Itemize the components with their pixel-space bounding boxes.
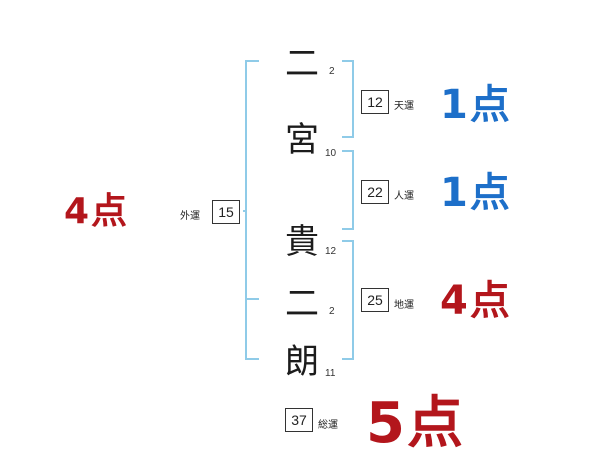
jinkaku-bracket-top [342, 150, 354, 152]
gaikaku-score: 4点 [64, 191, 130, 232]
jinkaku-bracket-bottom [342, 228, 354, 230]
jinkaku-score: 1点 [440, 170, 512, 216]
tenkaku-label: 天運 [394, 101, 414, 112]
soukaku-value-box: 37 [285, 408, 313, 432]
jinkaku-value-box: 22 [361, 180, 389, 204]
name-char-5-glyph: 朗 [285, 342, 319, 382]
tenkaku-bracket-bottom [342, 136, 354, 138]
tenkaku-bracket-vertical [352, 60, 354, 138]
name-char-4: 二 [282, 284, 322, 324]
name-char-2-glyph: 宮 [285, 120, 319, 160]
outer-bracket-bottom [245, 358, 259, 360]
name-char-5-strokes: 11 [325, 368, 336, 379]
outer-bracket-connector [243, 210, 245, 212]
name-char-2: 宮 [282, 120, 322, 160]
jinkaku-bracket-vertical [352, 150, 354, 230]
outer-bracket-top [245, 60, 259, 62]
chikaku-score: 4点 [440, 278, 512, 324]
tenkaku-value-box: 12 [361, 90, 389, 114]
name-char-1-strokes: 2 [329, 66, 335, 77]
name-char-3: 貴 [282, 222, 322, 262]
tenkaku-score: 1点 [440, 82, 512, 128]
chikaku-value-box: 25 [361, 288, 389, 312]
name-char-1-glyph: 二 [285, 44, 319, 84]
chikaku-label: 地運 [394, 300, 414, 311]
tenkaku-bracket-top [342, 60, 354, 62]
name-char-1: 二 [282, 44, 322, 84]
name-char-4-strokes: 2 [329, 306, 335, 317]
gaikaku-label: 外運 [180, 211, 200, 222]
jinkaku-label: 人運 [394, 191, 414, 202]
outer-bracket-vertical [245, 60, 247, 360]
name-char-3-glyph: 貴 [285, 222, 319, 262]
soukaku-score: 5点 [366, 391, 465, 456]
chikaku-bracket-top [342, 240, 354, 242]
outer-bracket-mid [245, 298, 259, 300]
name-char-2-strokes: 10 [325, 148, 337, 159]
gaikaku-value-box: 15 [212, 200, 240, 224]
name-char-5: 朗 [282, 342, 322, 382]
chikaku-bracket-bottom [342, 358, 354, 360]
soukaku-label: 総運 [318, 420, 338, 431]
chikaku-bracket-vertical [352, 240, 354, 360]
name-char-3-strokes: 12 [325, 246, 337, 257]
name-char-4-glyph: 二 [285, 284, 319, 324]
